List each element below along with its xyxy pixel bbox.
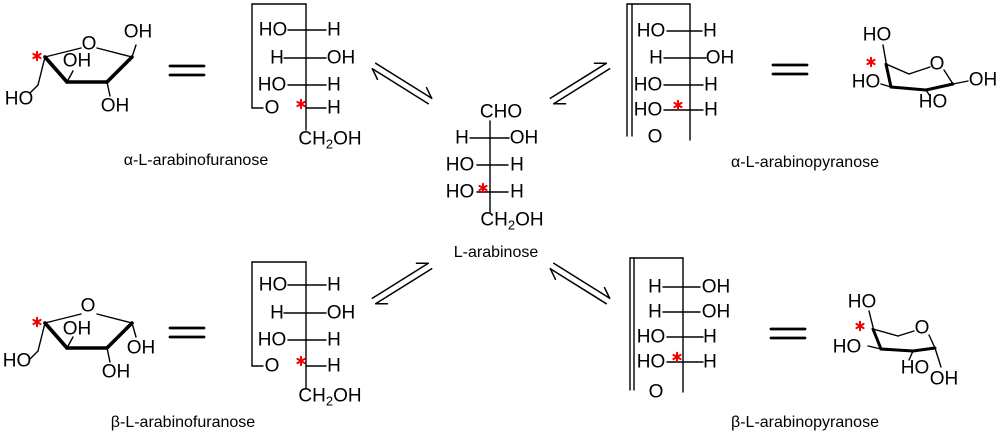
open-chain-c2-right: OH xyxy=(509,127,539,149)
af-fischer-c4-left: O xyxy=(264,97,280,119)
chiral-center-markers xyxy=(32,50,876,367)
open-chain-ch2oh-label: CH2OH xyxy=(480,209,544,233)
af-fischer-c1-left: HO xyxy=(258,19,288,41)
chiral-center-marker-icon xyxy=(855,320,865,332)
alpha-furanose-name-label: α-L-arabinofuranose xyxy=(123,152,269,169)
af-fischer-c1-right: H xyxy=(327,19,341,41)
equals-sign-bottom-left xyxy=(168,326,206,339)
ap-chair-c4-ho-label: HO xyxy=(862,24,892,46)
chiral-center-marker-icon xyxy=(673,99,683,111)
beta-furanose-c3-oh-label: OH xyxy=(62,318,92,340)
bp-fischer-c2-left: H xyxy=(648,301,662,323)
bp-chair-c3-ho-label: HO xyxy=(832,336,862,358)
ap-chair-c1-oh-label: OH xyxy=(968,69,998,91)
ap-chair-ring-o-label: O xyxy=(929,53,945,75)
equals-signs xyxy=(168,63,809,340)
alpha-furanose-ring-o-label: O xyxy=(81,33,97,55)
chiral-center-marker-icon xyxy=(478,182,488,194)
bp-chair-c2-ho-label: HO xyxy=(900,357,930,379)
equilibrium-arrow-bottom-right xyxy=(546,257,614,310)
ap-fischer-c2-left: H xyxy=(649,47,663,69)
bf-fischer-c1-left: HO xyxy=(258,274,288,296)
equals-sign-top-right xyxy=(771,63,809,76)
ap-fischer-c4-left: HO xyxy=(633,99,663,121)
ap-chair-c3-ho-label: HO xyxy=(851,71,881,93)
beta-pyranose-name-label: β-L-arabinopyranose xyxy=(731,414,879,431)
bp-fischer-c1-left: H xyxy=(648,276,662,298)
bp-fischer-c1-right: OH xyxy=(701,276,731,298)
beta-furanose-ring-o-label: O xyxy=(80,295,96,317)
chiral-center-marker-icon xyxy=(32,50,42,62)
bf-fischer-c4-left: O xyxy=(264,355,280,377)
chiral-center-marker-icon xyxy=(866,56,876,68)
alpha-pyranose-fischer-bonds xyxy=(626,3,707,141)
chiral-center-marker-icon xyxy=(296,98,306,110)
alpha-furanose-c1-oh-label: OH xyxy=(123,21,153,43)
beta-furanose-fischer-bonds xyxy=(251,261,327,389)
open-chain-c4-right: H xyxy=(510,181,524,203)
open-chain-cho-label: CHO xyxy=(479,101,523,123)
open-chain-c2-left: H xyxy=(455,127,469,149)
bp-fischer-ring-o-label: O xyxy=(648,381,664,403)
beta-furanose-name-label: β-L-arabinofuranose xyxy=(110,414,256,431)
ap-fischer-c3-right: H xyxy=(704,74,718,96)
bp-chair-ring-o-label: O xyxy=(914,317,930,339)
alpha-furanose-c3-oh-label: OH xyxy=(62,50,92,72)
af-fischer-c2-left: H xyxy=(270,47,284,69)
beta-pyranose-chair-bonds xyxy=(867,310,942,368)
bf-fischer-c4-right: H xyxy=(327,355,341,377)
open-chain-c4-left: HO xyxy=(445,181,475,203)
ap-fischer-c2-right: OH xyxy=(705,47,735,69)
beta-furanose-c2-oh-label: OH xyxy=(101,361,131,383)
beta-furanose-ring-bonds xyxy=(29,313,137,363)
equals-sign-top-left xyxy=(168,64,206,77)
chiral-center-marker-icon xyxy=(672,351,682,363)
chiral-center-marker-icon xyxy=(296,355,306,367)
bf-fischer-ch2oh-label: CH2OH xyxy=(298,385,362,409)
alpha-furanose-ring-bonds xyxy=(29,44,137,97)
bf-fischer-c2-right: OH xyxy=(326,302,356,324)
alpha-pyranose-name-label: α-L-arabinopyranose xyxy=(731,154,879,171)
open-chain-c3-right: H xyxy=(510,154,524,176)
equilibrium-arrow-top-left xyxy=(368,57,436,110)
equilibrium-arrows xyxy=(368,57,614,310)
chiral-center-marker-icon xyxy=(32,316,42,328)
equilibrium-arrow-bottom-left xyxy=(368,257,436,310)
af-fischer-c4-right: H xyxy=(327,97,341,119)
ap-chair-c2-ho-label: HO xyxy=(918,91,948,113)
alpha-furanose-ch2-ho-label: HO xyxy=(4,88,34,110)
bp-chair-c4-ho-label: HO xyxy=(847,291,877,313)
bp-fischer-c3-right: H xyxy=(703,326,717,348)
bp-fischer-c2-right: OH xyxy=(701,301,731,323)
bp-chair-c1-oh-label: OH xyxy=(929,368,959,390)
open-chain-fischer-bonds xyxy=(469,120,510,213)
alpha-furanose-c2-oh-label: OH xyxy=(100,95,130,117)
bf-fischer-c2-left: H xyxy=(270,302,284,324)
beta-furanose-ch2-ho-label: HO xyxy=(2,350,32,372)
bf-fischer-c3-right: H xyxy=(327,329,341,351)
af-fischer-c3-right: H xyxy=(327,74,341,96)
beta-pyranose-fischer-bonds xyxy=(629,257,704,393)
equilibrium-arrow-top-right xyxy=(546,57,614,110)
bp-fischer-c4-left: HO xyxy=(636,351,666,373)
ap-fischer-c1-right: H xyxy=(703,20,717,42)
bp-fischer-c3-left: HO xyxy=(636,326,666,348)
bf-fischer-c1-right: H xyxy=(327,274,341,296)
ap-fischer-c3-left: HO xyxy=(633,74,663,96)
af-fischer-c2-right: OH xyxy=(326,47,356,69)
beta-furanose-c1-oh-label: OH xyxy=(126,337,156,359)
af-fischer-c3-left: HO xyxy=(257,74,287,96)
alpha-pyranose-chair-bonds xyxy=(880,44,969,97)
ap-fischer-c1-left: HO xyxy=(636,20,666,42)
ap-fischer-ring-o-label: O xyxy=(647,126,663,148)
ap-fischer-c4-right: H xyxy=(704,99,718,121)
bf-fischer-c3-left: HO xyxy=(257,329,287,351)
bp-fischer-c4-right: H xyxy=(703,351,717,373)
alpha-furanose-fischer-bonds xyxy=(251,3,327,131)
equals-sign-bottom-right xyxy=(769,327,807,340)
center-molecule-name-label: L-arabinose xyxy=(453,244,539,261)
open-chain-c3-left: HO xyxy=(445,154,475,176)
af-fischer-ch2oh-label: CH2OH xyxy=(298,128,362,152)
